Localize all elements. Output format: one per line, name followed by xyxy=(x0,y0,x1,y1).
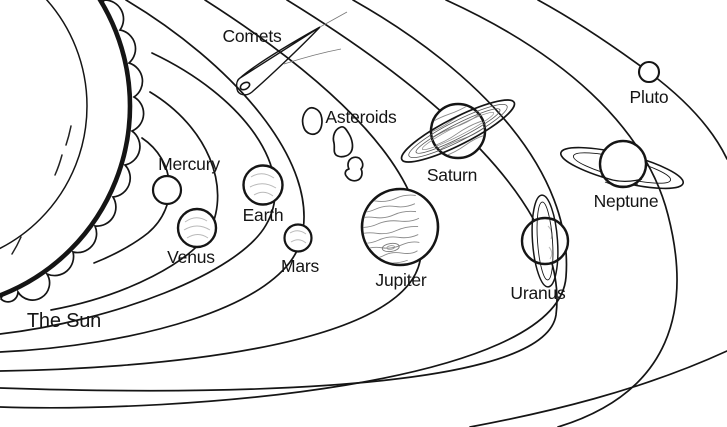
label-saturn: Saturn xyxy=(427,165,477,185)
label-pluto: Pluto xyxy=(630,87,669,107)
label-mercury: Mercury xyxy=(158,154,220,174)
asteroid-rock-1 xyxy=(301,106,323,136)
asteroid-icons xyxy=(301,106,364,182)
sun-inner-arc xyxy=(0,0,88,250)
comet-nucleus xyxy=(239,81,251,91)
label-neptune: Neptune xyxy=(594,191,659,211)
planet-pluto xyxy=(637,60,661,84)
sun-surface-dashes xyxy=(11,125,72,255)
planet-saturn xyxy=(400,99,516,163)
sun xyxy=(0,0,145,303)
comet-icon xyxy=(235,11,348,96)
asteroid-rock-2 xyxy=(332,125,354,158)
asteroid-rock-3 xyxy=(344,156,364,182)
label-jupiter: Jupiter xyxy=(375,270,426,290)
diagram-labels: Comets Asteroids Mercury Earth Venus Mar… xyxy=(27,26,669,332)
orbit-mercury xyxy=(93,137,171,264)
label-mars: Mars xyxy=(281,256,320,276)
uranus-rings xyxy=(531,194,559,288)
orbit-earth xyxy=(0,52,276,335)
orbit-pluto-return xyxy=(469,350,727,427)
orbit-saturn xyxy=(0,0,558,392)
planet-earth xyxy=(242,164,284,206)
saturn-rings xyxy=(400,99,516,163)
label-sun: The Sun xyxy=(27,310,101,332)
planet-mercury xyxy=(151,174,183,206)
label-comets: Comets xyxy=(222,26,282,46)
planet-jupiter xyxy=(358,187,440,267)
orbit-pluto xyxy=(537,0,727,160)
label-uranus: Uranus xyxy=(510,283,566,303)
planet-mars xyxy=(283,223,313,253)
label-earth: Earth xyxy=(243,205,284,225)
planet-uranus xyxy=(520,194,570,288)
label-venus: Venus xyxy=(167,247,215,267)
comet-tail-faint xyxy=(283,11,348,65)
orbit-jupiter xyxy=(0,0,423,372)
orbit-uranus xyxy=(0,0,568,409)
planet-neptune xyxy=(559,139,685,190)
comet-tail xyxy=(235,26,321,96)
label-asteroids: Asteroids xyxy=(325,107,397,127)
sun-disc xyxy=(0,0,133,298)
orbit-neptune xyxy=(445,0,678,427)
planet-venus xyxy=(176,207,218,249)
